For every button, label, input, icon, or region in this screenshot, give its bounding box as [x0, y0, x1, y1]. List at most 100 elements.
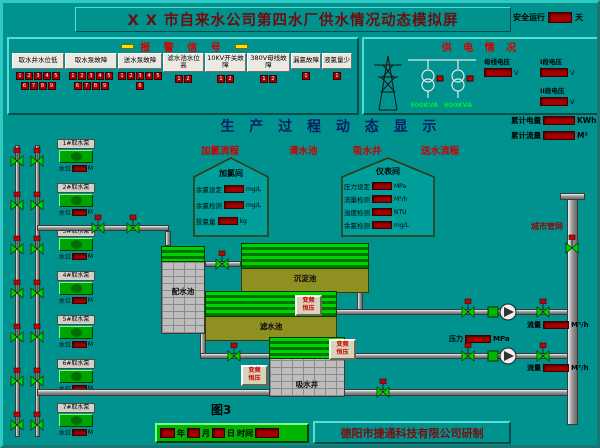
safe-run-unit: 天 [575, 13, 583, 22]
section2-voltage-display [540, 97, 568, 106]
pump-run-indicator[interactable] [59, 238, 93, 251]
pump-run-indicator[interactable] [59, 370, 93, 383]
stage-clear-water-pool: 清水池 [289, 146, 318, 157]
figure-label: 图3 [211, 403, 232, 417]
pump-icon [70, 196, 82, 205]
alarm-column-header: 漏氯故障 [291, 53, 321, 69]
water-level-unit: M [87, 341, 94, 348]
alarm-indicator: 2 [25, 72, 33, 80]
flow2-display [543, 364, 569, 372]
pipe [357, 291, 363, 311]
instrument-room-panel: 仪表间 压力设定 MPa 流量检测 M³/h 浊度检测 NTU 余氯检测 mg/… [341, 157, 435, 237]
total-flow-label: 累计流量 [511, 131, 541, 140]
pump-icon [70, 240, 82, 249]
section1-voltage-unit: V [570, 68, 575, 77]
row-label: 压力设定 [344, 183, 370, 191]
chlorine-dose-display [217, 217, 238, 225]
total-flow-row: 累计流量 M³ [511, 130, 596, 141]
valve-status-led [218, 250, 226, 256]
alarm-indicator: 2 [226, 74, 234, 83]
valve-status-led [230, 342, 238, 348]
alarm-indicator: 6 [20, 82, 29, 90]
section2-voltage-label: II段电压 [540, 87, 565, 95]
residual-chlorine-display [372, 221, 392, 229]
row-unit: mg/L [394, 221, 410, 229]
distribution-tank: 配水池 [161, 246, 205, 334]
valve-status-led [129, 214, 137, 220]
alarm-indicator: 1 [333, 72, 341, 80]
flow2-unit: M³/h [571, 364, 589, 372]
pipe [37, 225, 169, 231]
vfd-label-line2: 恒压 [248, 375, 261, 382]
alarm-indicator: 1 [260, 74, 268, 83]
alarm-indicator: 1 [118, 72, 126, 80]
pump-run-indicator[interactable] [59, 282, 93, 295]
alarm-indicator: 7 [82, 82, 91, 90]
pump-run-indicator[interactable] [59, 150, 93, 163]
valve-status-led [539, 342, 547, 348]
alarm-column: 漏氯故障 1 [291, 53, 321, 112]
month-display [187, 428, 200, 438]
pump-run-indicator[interactable] [59, 194, 93, 207]
city-network-label: 城市管网 [531, 222, 563, 231]
row-unit: M³/h [394, 195, 408, 203]
alarm-indicator: 8 [91, 82, 100, 90]
flow1-unit: M³/h [571, 321, 589, 329]
vfd-label-line2: 恒压 [302, 305, 315, 312]
alarm-indicator: 9 [100, 82, 109, 90]
alarm-indicator: 5 [154, 72, 162, 80]
water-level-unit: M [87, 297, 94, 304]
safe-run-days-display [548, 12, 572, 23]
pump-label: 6#取水泵 [57, 359, 95, 369]
alarm-indicator: 1 [16, 72, 24, 80]
chlorine-room-title: 加氯间 [219, 169, 243, 178]
chlorine-room-panel: 加氯间 余氯设定 mg/L 余氯检测 mg/L 投氯量 kg [193, 157, 269, 237]
pump-label: 5#取水泵 [57, 315, 95, 325]
row-unit: kg [239, 217, 247, 225]
pressure-setpoint-display [372, 182, 392, 190]
pump-icon [70, 328, 82, 337]
vfd-label-line1: 变频 [302, 297, 315, 304]
bus-voltage-unit: V [514, 68, 519, 77]
alarm-indicator: 1 [175, 74, 183, 83]
section2-voltage-unit: V [570, 97, 575, 106]
flow1-label: 流量 [527, 321, 541, 329]
power-panel-title: 供 电 情 况 [441, 43, 521, 54]
pump-label: 4#取水泵 [57, 271, 95, 281]
alarm-indicator: 1 [302, 72, 310, 80]
flow2-group: 流量 M³/h [527, 363, 589, 373]
row-unit: NTU [394, 208, 407, 216]
water-level-unit: M [87, 429, 94, 436]
vfd-constant-pressure-box: 变频 恒压 [295, 295, 322, 316]
alarm-indicator: 8 [38, 82, 47, 90]
water-level-display [71, 165, 87, 172]
pump-label: 7#取水泵 [57, 403, 95, 413]
valve-status-led [539, 298, 547, 304]
water-level-unit: M [87, 165, 94, 172]
alarm-indicator: 1 [217, 74, 225, 83]
alarm-indicator: 4 [145, 72, 153, 80]
time-display [255, 428, 279, 438]
power-panel: 供 电 情 况 500KVA 600KVA 母线电压 [362, 37, 597, 115]
alarm-column-header: 送水泵故障 [118, 53, 162, 69]
section1-voltage-display [540, 68, 568, 77]
pipe [200, 353, 270, 359]
pump-run-indicator[interactable] [59, 414, 93, 427]
flow1-display [543, 321, 569, 329]
distribution-tank-label: 配水池 [171, 287, 195, 296]
alarm-column-header: 液氯量少 [322, 53, 352, 69]
totals-group: 累计电量 KWh 累计流量 M³ [511, 115, 596, 145]
total-energy-row: 累计电量 KWh [511, 115, 596, 126]
pump-run-indicator[interactable] [59, 326, 93, 339]
pipe-cap [560, 193, 585, 200]
